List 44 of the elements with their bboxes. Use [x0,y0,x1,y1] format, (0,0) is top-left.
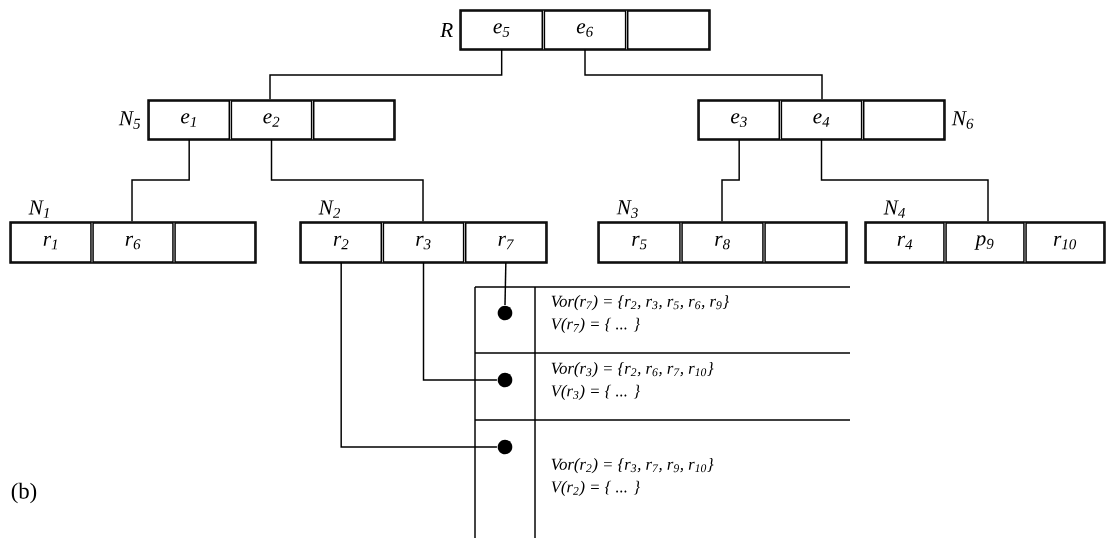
entry-cell: r$_{6}$ [92,222,174,263]
connector-line [269,48,503,100]
dot [497,439,513,455]
voronoi-entry: Vor(r$_{3}$) = {r$_{2}$, r$_{6}$, r$_{7}$, r$_{10}$} V(r$_{3}$) = { ... } [551,362,714,400]
entry-cell: r$_{7}$ [465,222,547,263]
entry-cell: e$_{6}$ [543,10,627,50]
node-label: N$_{2}$ [318,200,341,218]
entry-cell: p$_{9}$ [945,222,1025,263]
empty-cell [863,100,945,140]
connector-line [721,138,740,222]
empty-cell [627,10,710,50]
connector-line [584,48,823,100]
empty-cell [313,100,395,140]
connector-line [504,261,507,306]
panel-label: (b) [11,482,37,504]
entry-cell: e$_{2}$ [230,100,313,140]
entry-cell: e$_{1}$ [148,100,230,140]
connector-line [820,138,989,222]
entry-cell: r$_{5}$ [598,222,681,263]
node-label: R [440,23,453,37]
entry-cell: e$_{5}$ [460,10,543,50]
voronoi-entry: Vor(r$_{2}$) = {r$_{3}$, r$_{7}$, r$_{9}$, r$_{10}$} V(r$_{2}$) = { ... } [551,458,714,496]
entry-cell: r$_{10}$ [1025,222,1105,263]
entry-cell: r$_{3}$ [382,222,465,263]
entry-cell: e$_{3}$ [698,100,780,140]
connector-line [340,261,498,448]
node-label: N$_{5}$ [118,111,141,129]
empty-cell [764,222,847,263]
node-label: N$_{3}$ [616,200,638,218]
connector-line [131,138,190,222]
entry-cell: r$_{4}$ [865,222,945,263]
entry-cell: r$_{8}$ [681,222,764,263]
node-label: N$_{6}$ [951,111,974,129]
voronoi-entry: Vor(r$_{7}$) = {r$_{2}$, r$_{3}$, r$_{5}$, r$_{6}$, r$_{9}$} V(r$_{7}$) = { ... } [551,295,729,333]
entry-cell: r$_{1}$ [10,222,92,263]
dot [497,372,513,388]
node-label: N$_{4}$ [883,200,906,218]
entry-cell: r$_{2}$ [300,222,382,263]
node-label: N$_{1}$ [28,200,49,218]
dot [497,305,513,321]
empty-cell [174,222,256,263]
connector-line [270,138,424,222]
connector-line [422,261,498,381]
entry-cell: e$_{4}$ [780,100,863,140]
